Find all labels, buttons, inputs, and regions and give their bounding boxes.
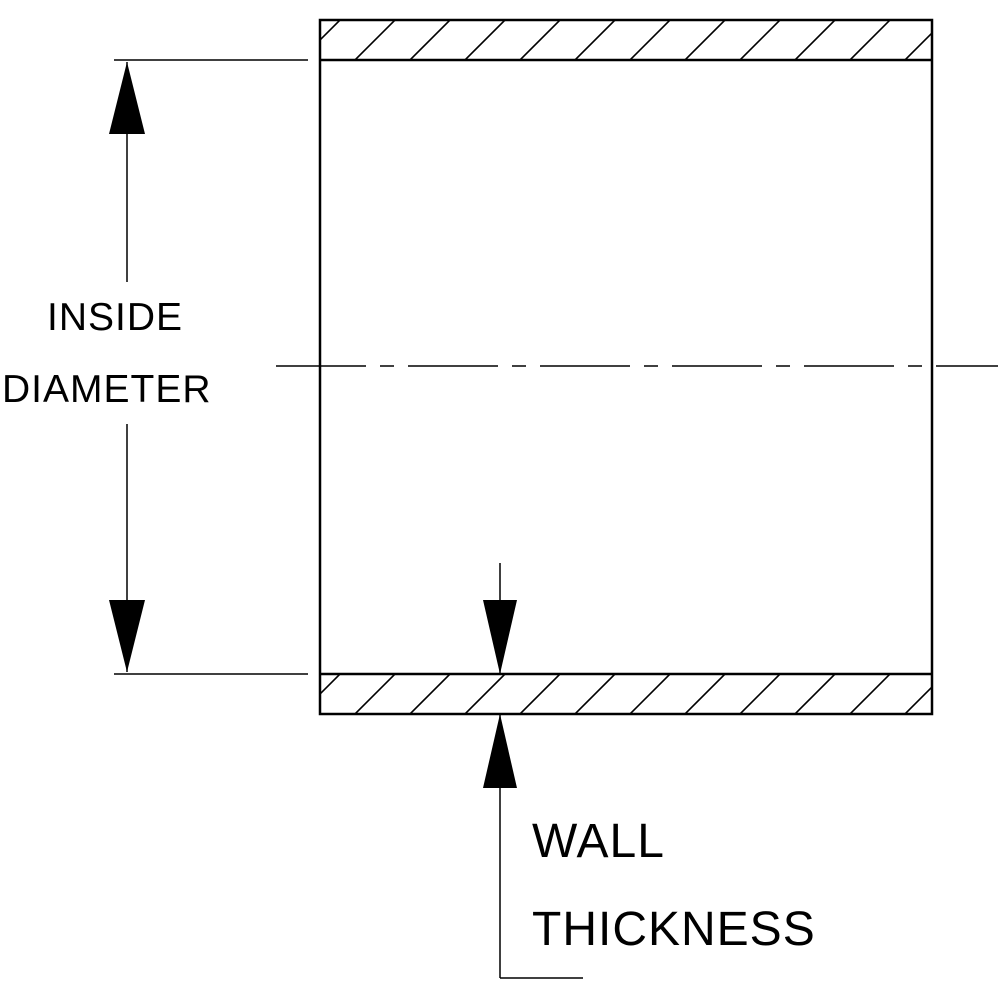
hatch-line [519, 20, 561, 60]
hatch-line [320, 674, 341, 696]
hatch-line [574, 674, 616, 714]
tube-outline [318, 18, 934, 716]
hatch-line [739, 674, 781, 714]
bottom-wall-section [320, 672, 1000, 714]
hatch-line [794, 20, 836, 60]
hatch-line [960, 674, 1000, 714]
hatch-line [629, 20, 671, 60]
hatch-line [574, 20, 616, 60]
hatch-line [904, 685, 932, 714]
hatch-line [320, 20, 341, 42]
hatch-line [464, 674, 506, 714]
wall-label: WALL [532, 815, 665, 868]
hatch-line [849, 20, 891, 60]
hatch-line [409, 20, 451, 60]
wall-thickness-dimension [483, 563, 583, 979]
hatch-line [849, 674, 891, 714]
hatch-line [684, 674, 726, 714]
wt-arrowhead-up [483, 714, 517, 788]
hatch-line [409, 674, 451, 714]
hatch-line [960, 20, 1000, 60]
inside-diameter-dimension [109, 59, 308, 675]
hatch-line [519, 674, 561, 714]
hatch-line [354, 20, 396, 60]
hatch-line [354, 674, 396, 714]
bottom-wall-hatching [320, 674, 1000, 714]
inside-label: INSIDE [47, 296, 184, 339]
hatch-line [794, 674, 836, 714]
hatch-line [464, 20, 506, 60]
top-wall-hatching [320, 20, 1000, 60]
id-arrowhead-down [109, 600, 145, 672]
thickness-label: THICKNESS [532, 903, 816, 956]
top-wall-section [320, 20, 1000, 62]
diameter-label: DIAMETER [2, 368, 212, 411]
wt-arrowhead-down [483, 600, 517, 674]
hatch-line [629, 674, 671, 714]
hatch-line [739, 20, 781, 60]
id-arrowhead-up [109, 62, 145, 134]
hatch-line [684, 20, 726, 60]
hatch-line [904, 31, 932, 60]
